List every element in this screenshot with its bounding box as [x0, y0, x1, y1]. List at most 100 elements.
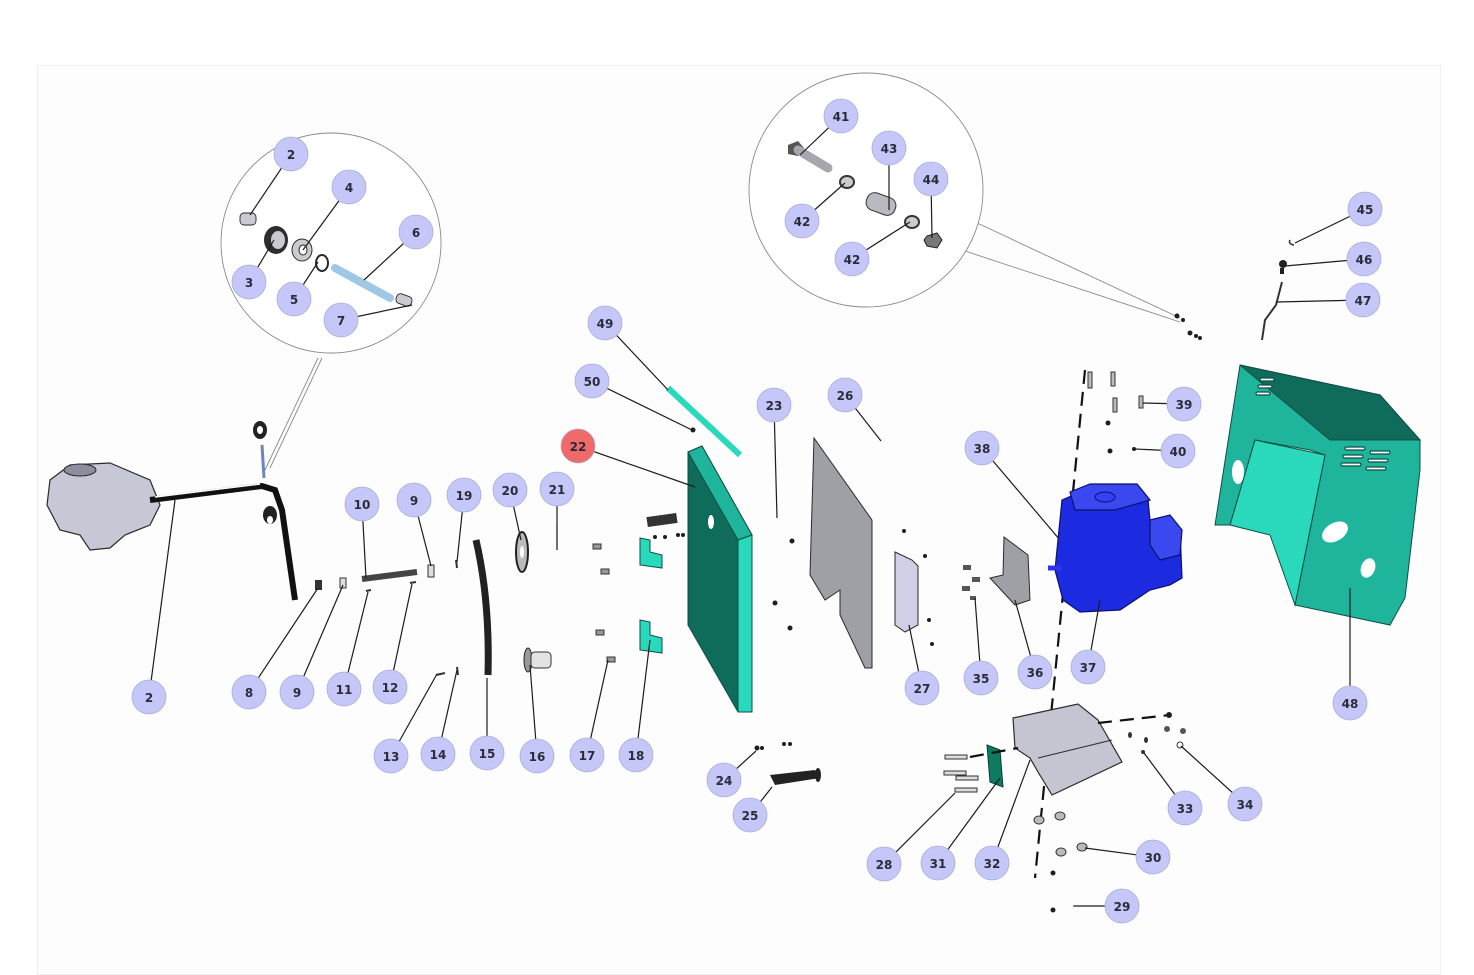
balloon-circle[interactable] [469, 735, 505, 771]
balloon-23[interactable]: 23 [756, 387, 792, 423]
balloon-7[interactable]: 7 [323, 302, 359, 338]
balloon-circle[interactable] [344, 486, 380, 522]
balloon-circle[interactable] [539, 471, 575, 507]
balloon-4[interactable]: 4 [331, 169, 367, 205]
balloon-circle[interactable] [920, 845, 956, 881]
balloon-circle[interactable] [1227, 786, 1263, 822]
balloon-42[interactable]: 42 [834, 241, 870, 277]
balloon-50[interactable]: 50 [574, 363, 610, 399]
balloon-circle[interactable] [1345, 282, 1381, 318]
balloon-39[interactable]: 39 [1166, 386, 1202, 422]
balloon-36[interactable]: 36 [1017, 654, 1053, 690]
balloon-circle[interactable] [331, 169, 367, 205]
balloon-circle[interactable] [827, 377, 863, 413]
balloon-circle[interactable] [871, 130, 907, 166]
balloon-circle[interactable] [706, 762, 742, 798]
balloon-circle[interactable] [569, 737, 605, 773]
balloon-circle[interactable] [519, 738, 555, 774]
balloon-circle[interactable] [1167, 790, 1203, 826]
balloon-15[interactable]: 15 [469, 735, 505, 771]
balloon-17[interactable]: 17 [569, 737, 605, 773]
balloon-circle[interactable] [964, 430, 1000, 466]
balloon-33[interactable]: 33 [1167, 790, 1203, 826]
balloon-2[interactable]: 2 [273, 136, 309, 172]
balloon-10[interactable]: 10 [344, 486, 380, 522]
balloon-21[interactable]: 21 [539, 471, 575, 507]
balloon-25[interactable]: 25 [732, 797, 768, 833]
balloon-5[interactable]: 5 [276, 281, 312, 317]
balloon-29[interactable]: 29 [1104, 888, 1140, 924]
balloon-circle[interactable] [373, 738, 409, 774]
balloon-circle[interactable] [587, 305, 623, 341]
balloon-20[interactable]: 20 [492, 472, 528, 508]
balloon-12[interactable]: 12 [372, 669, 408, 705]
balloon-circle[interactable] [372, 669, 408, 705]
balloon-13[interactable]: 13 [373, 738, 409, 774]
balloon-circle[interactable] [974, 845, 1010, 881]
balloon-circle[interactable] [279, 674, 315, 710]
balloon-28[interactable]: 28 [866, 846, 902, 882]
balloon-circle[interactable] [1135, 839, 1171, 875]
balloon-38[interactable]: 38 [964, 430, 1000, 466]
balloon-26[interactable]: 26 [827, 377, 863, 413]
balloon-35[interactable]: 35 [963, 660, 999, 696]
balloon-40[interactable]: 40 [1160, 433, 1196, 469]
balloon-41[interactable]: 41 [823, 98, 859, 134]
balloon-circle[interactable] [492, 472, 528, 508]
balloon-circle[interactable] [1017, 654, 1053, 690]
balloon-circle[interactable] [1347, 191, 1383, 227]
balloon-30[interactable]: 30 [1135, 839, 1171, 875]
balloon-2[interactable]: 2 [131, 679, 167, 715]
balloon-6[interactable]: 6 [398, 214, 434, 250]
balloon-circle[interactable] [1166, 386, 1202, 422]
balloon-34[interactable]: 34 [1227, 786, 1263, 822]
balloon-11[interactable]: 11 [326, 671, 362, 707]
balloon-circle[interactable] [1346, 241, 1382, 277]
balloon-37[interactable]: 37 [1070, 649, 1106, 685]
balloon-22[interactable]: 22 [560, 428, 596, 464]
balloon-circle[interactable] [231, 674, 267, 710]
balloon-circle[interactable] [398, 214, 434, 250]
balloon-circle[interactable] [560, 428, 596, 464]
balloon-27[interactable]: 27 [904, 670, 940, 706]
balloon-44[interactable]: 44 [913, 161, 949, 197]
balloon-circle[interactable] [1104, 888, 1140, 924]
balloon-18[interactable]: 18 [618, 737, 654, 773]
balloon-circle[interactable] [834, 241, 870, 277]
balloon-47[interactable]: 47 [1345, 282, 1381, 318]
balloon-14[interactable]: 14 [420, 736, 456, 772]
balloon-8[interactable]: 8 [231, 674, 267, 710]
balloon-circle[interactable] [913, 161, 949, 197]
balloon-circle[interactable] [574, 363, 610, 399]
balloon-16[interactable]: 16 [519, 738, 555, 774]
balloon-circle[interactable] [1160, 433, 1196, 469]
balloon-circle[interactable] [823, 98, 859, 134]
balloon-9[interactable]: 9 [279, 674, 315, 710]
balloon-circle[interactable] [1332, 685, 1368, 721]
balloon-circle[interactable] [732, 797, 768, 833]
balloon-49[interactable]: 49 [587, 305, 623, 341]
balloon-circle[interactable] [756, 387, 792, 423]
balloon-circle[interactable] [446, 477, 482, 513]
balloon-circle[interactable] [131, 679, 167, 715]
balloon-circle[interactable] [231, 264, 267, 300]
balloon-circle[interactable] [273, 136, 309, 172]
balloon-46[interactable]: 46 [1346, 241, 1382, 277]
balloon-circle[interactable] [904, 670, 940, 706]
balloon-9[interactable]: 9 [396, 482, 432, 518]
balloon-48[interactable]: 48 [1332, 685, 1368, 721]
balloon-31[interactable]: 31 [920, 845, 956, 881]
balloon-circle[interactable] [784, 203, 820, 239]
balloon-42[interactable]: 42 [784, 203, 820, 239]
balloon-circle[interactable] [618, 737, 654, 773]
balloon-19[interactable]: 19 [446, 477, 482, 513]
balloon-circle[interactable] [323, 302, 359, 338]
balloon-circle[interactable] [866, 846, 902, 882]
balloon-circle[interactable] [276, 281, 312, 317]
balloon-circle[interactable] [326, 671, 362, 707]
balloon-3[interactable]: 3 [231, 264, 267, 300]
balloon-45[interactable]: 45 [1347, 191, 1383, 227]
balloon-circle[interactable] [1070, 649, 1106, 685]
balloon-circle[interactable] [963, 660, 999, 696]
balloon-24[interactable]: 24 [706, 762, 742, 798]
